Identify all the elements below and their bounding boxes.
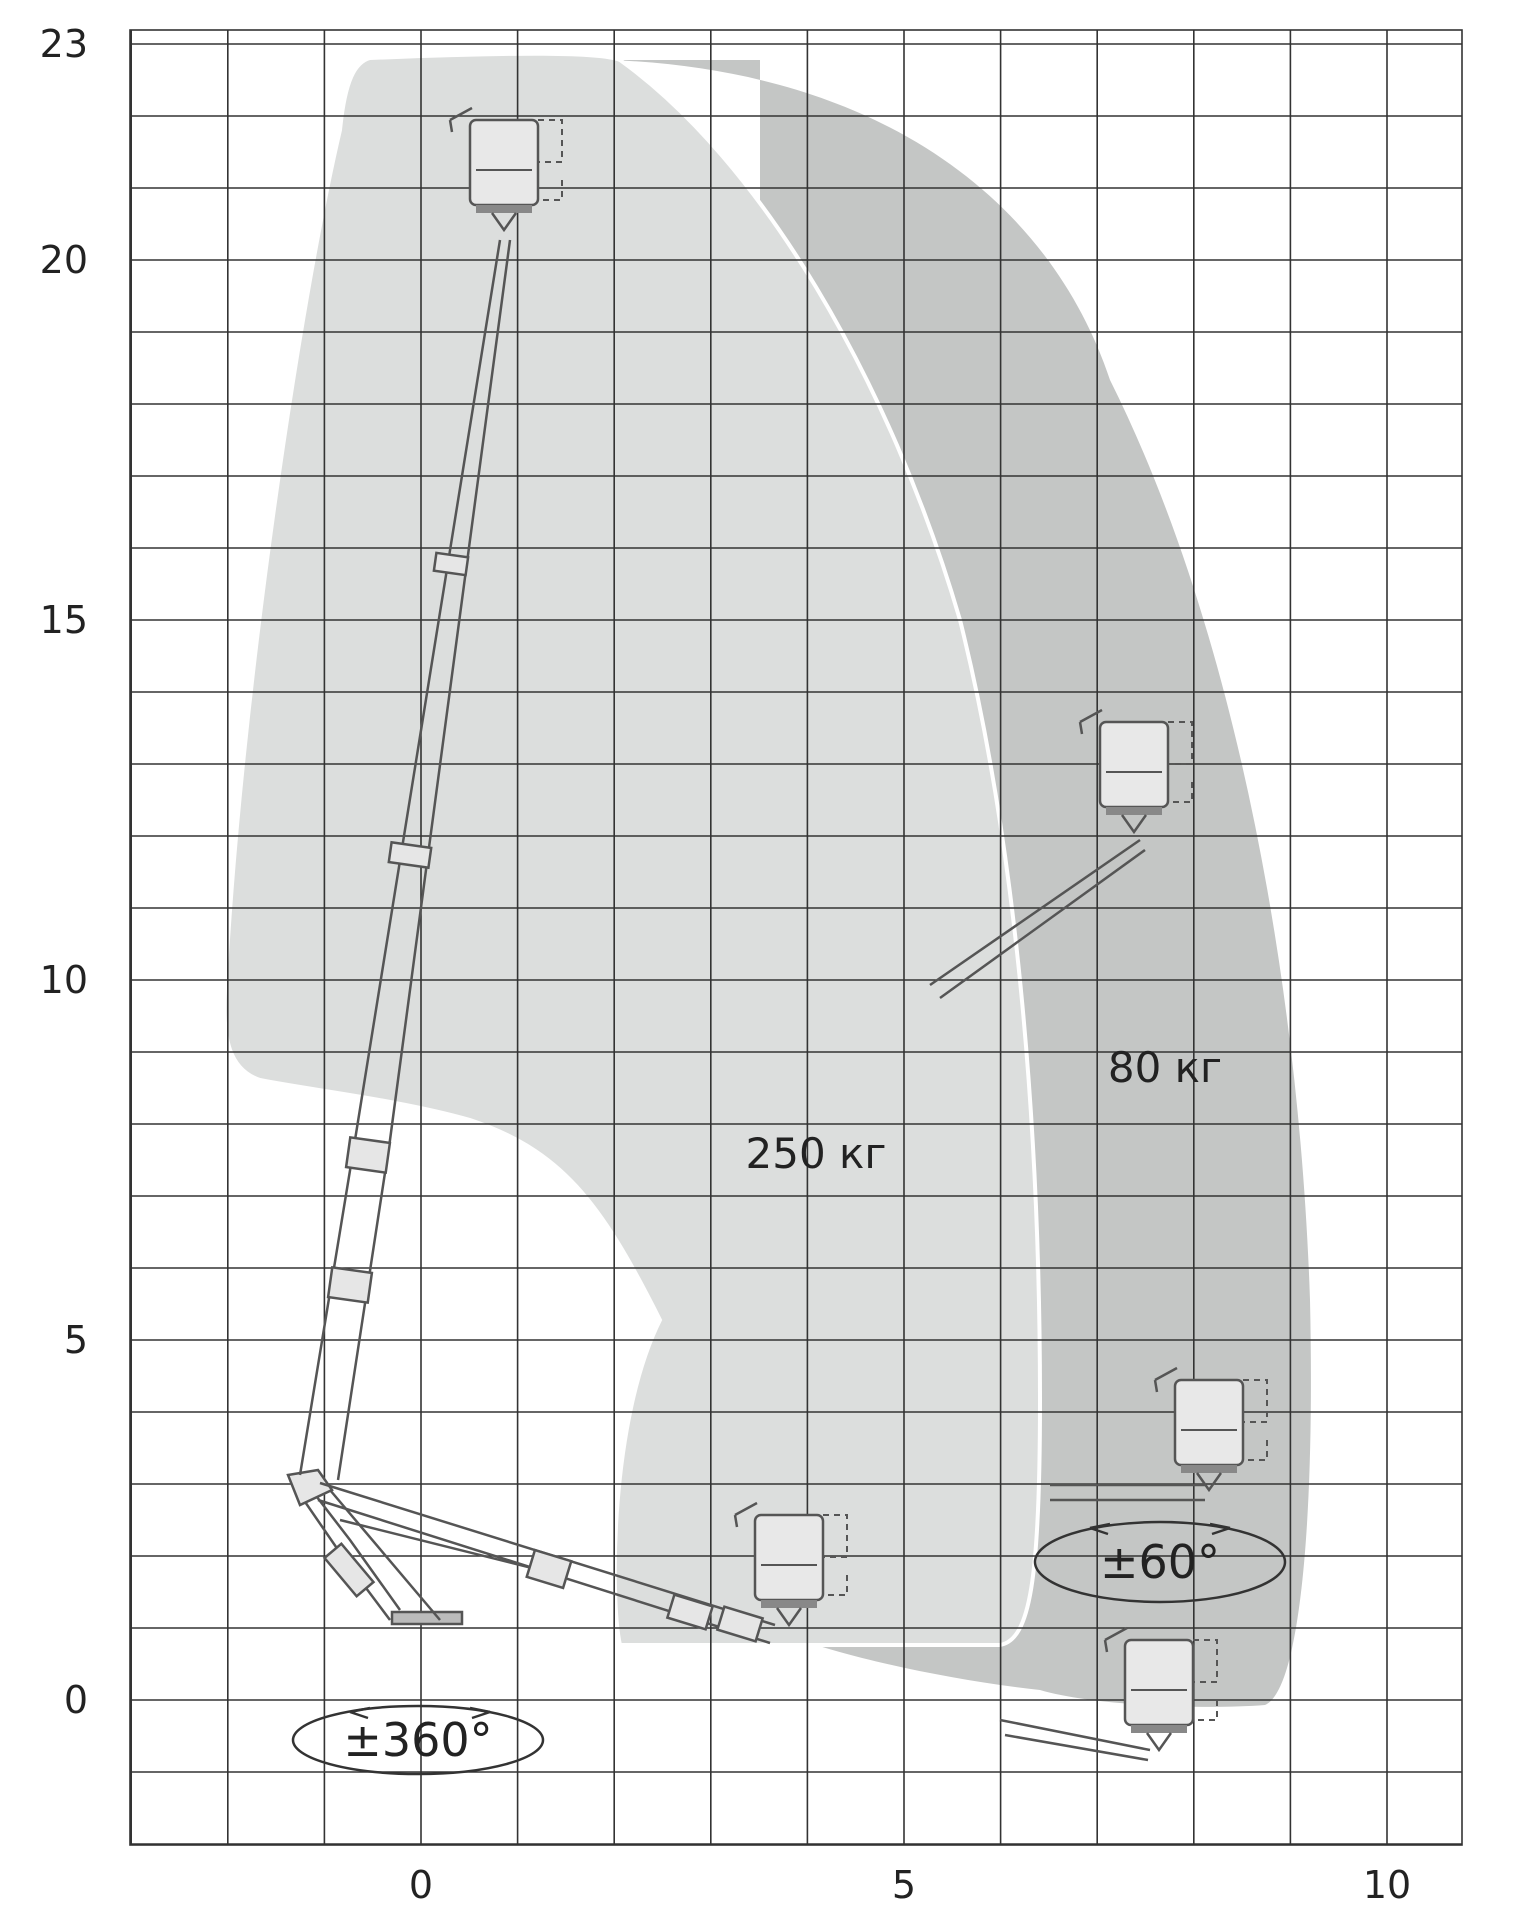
base-rotation-arrows-icon bbox=[349, 1706, 491, 1720]
boom-mid-extended bbox=[929, 838, 1146, 1000]
y-tick-labels: 0 5 10 15 20 23 bbox=[40, 22, 88, 1722]
y-tick-label: 5 bbox=[64, 1318, 88, 1362]
x-tick-label: 0 bbox=[409, 1863, 433, 1905]
x-tick-label: 10 bbox=[1363, 1863, 1411, 1905]
basket-rotation-ellipse bbox=[1033, 1520, 1287, 1604]
platform-baskets bbox=[448, 106, 1268, 1753]
y-tick-label: 10 bbox=[40, 958, 88, 1002]
load-inner-label: 250 кг bbox=[746, 1129, 887, 1178]
x-tick-labels: 0 5 10 bbox=[409, 1863, 1411, 1905]
basket-rotation-arrows-icon bbox=[1089, 1522, 1231, 1536]
y-tick-label: 20 bbox=[40, 238, 88, 282]
basket-rotation-label: ±60° bbox=[1100, 1535, 1220, 1589]
boom-fully-raised bbox=[286, 239, 776, 1645]
platform-basket-icon bbox=[1078, 708, 1193, 835]
x-tick-label: 5 bbox=[892, 1863, 916, 1905]
platform-basket-icon bbox=[1153, 1366, 1268, 1493]
load-outer-label: 80 кг bbox=[1108, 1043, 1222, 1092]
platform-basket-icon bbox=[733, 1501, 848, 1628]
platform-basket-icon bbox=[1103, 1626, 1218, 1753]
y-tick-label: 0 bbox=[64, 1678, 88, 1722]
base-rotation-ellipse bbox=[291, 1704, 545, 1776]
grid-frame bbox=[129, 29, 1463, 1846]
y-tick-label: 23 bbox=[40, 22, 88, 66]
base-rotation-label: ±360° bbox=[343, 1713, 492, 1767]
y-tick-label: 15 bbox=[40, 598, 88, 642]
boom-low-extended bbox=[999, 1483, 1205, 1762]
zone-250kg bbox=[222, 51, 1043, 1647]
platform-basket-icon bbox=[448, 106, 563, 233]
